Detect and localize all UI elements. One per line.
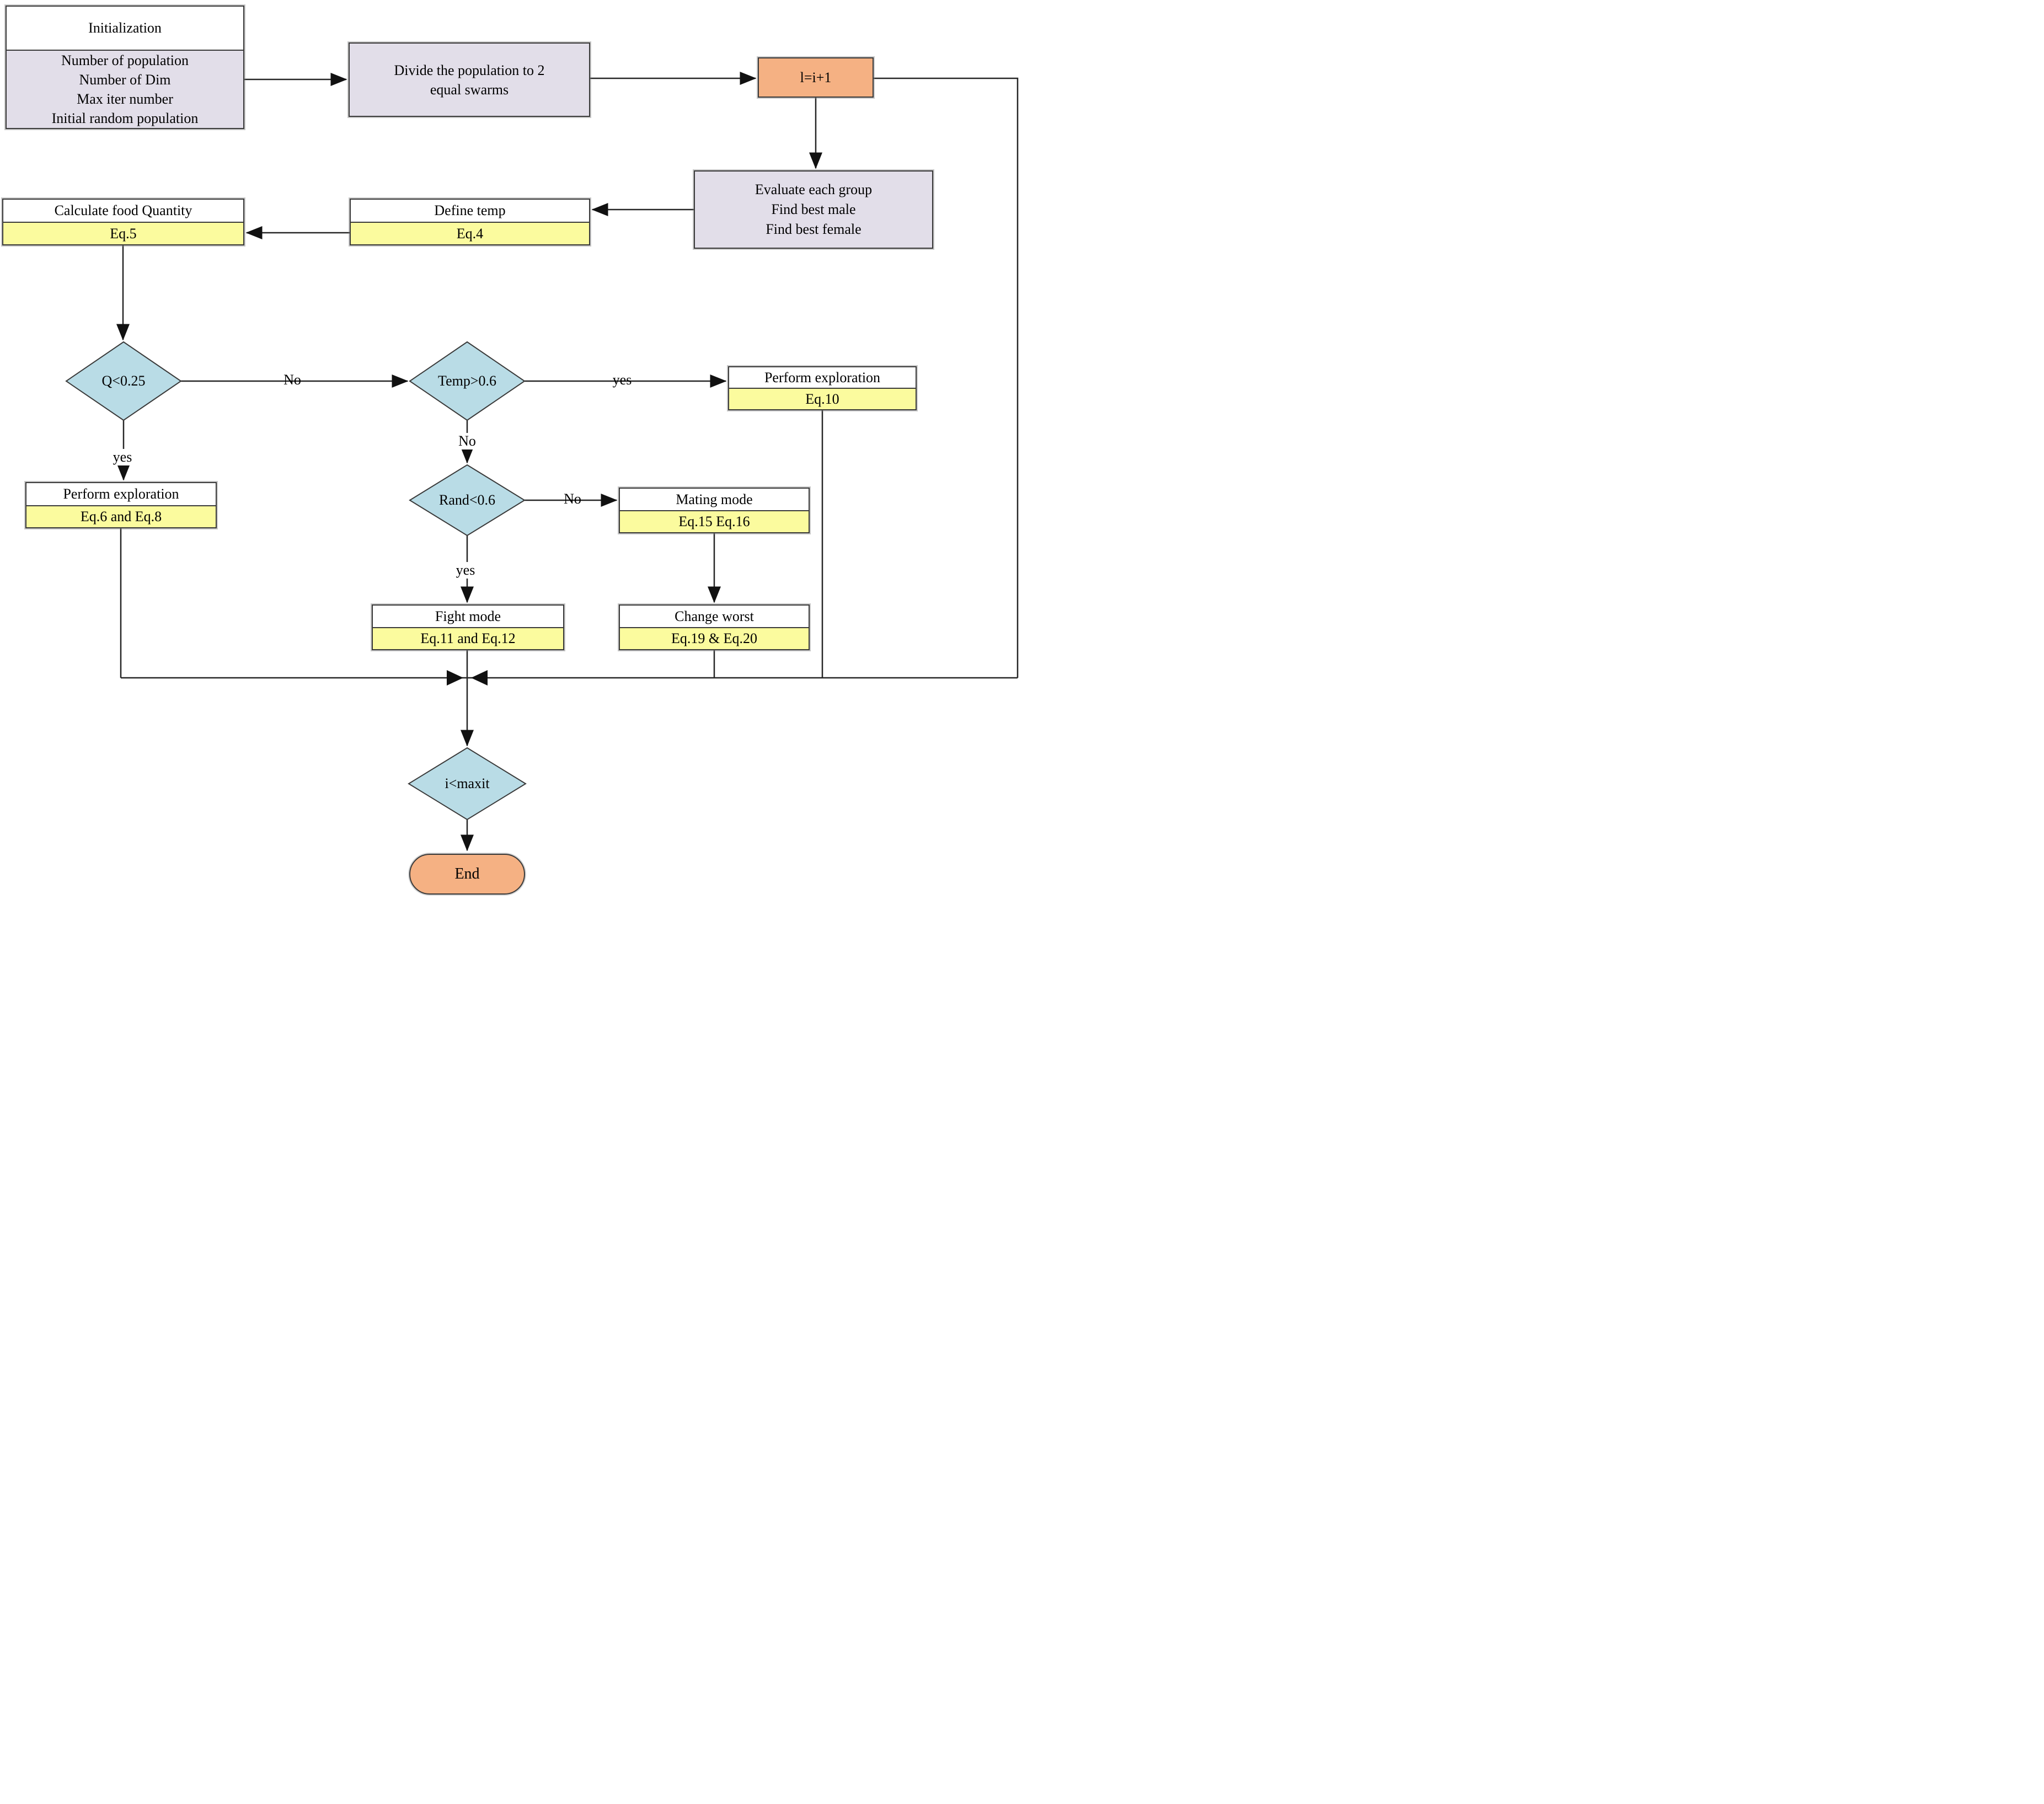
q-decision-label: Q<0.25 bbox=[101, 373, 146, 389]
evaluate-line-2: Find best male bbox=[771, 201, 856, 217]
initialization-line-2: Number of Dim bbox=[79, 72, 171, 88]
merge-arrow-right-icon bbox=[471, 670, 488, 686]
iteration-decision-diamond bbox=[408, 747, 527, 821]
temp-decision-diamond bbox=[409, 341, 526, 421]
node-define-temp: Define temp Eq.4 bbox=[350, 199, 590, 245]
node-evaluate: Evaluate each group Find best male Find … bbox=[694, 170, 933, 249]
exploration-eq6-8-equation: Eq.6 and Eq.8 bbox=[26, 506, 216, 527]
edge-label-temp-no: No bbox=[456, 433, 479, 449]
node-change-worst: Change worst Eq.19 & Eq.20 bbox=[619, 604, 810, 650]
initialization-line-1: Number of population bbox=[61, 52, 189, 68]
rand-decision-label: Rand<0.6 bbox=[438, 492, 496, 508]
change-worst-title: Change worst bbox=[620, 606, 809, 628]
calculate-food-equation: Eq.5 bbox=[3, 223, 243, 244]
node-calculate-food: Calculate food Quantity Eq.5 bbox=[2, 199, 244, 245]
initialization-line-4: Initial random population bbox=[51, 110, 199, 126]
node-initialization: Initialization Number of population Numb… bbox=[6, 6, 244, 129]
merge-arrow-left-icon bbox=[447, 670, 463, 686]
connector-layer bbox=[65, 72, 1019, 852]
evaluate-line-1: Evaluate each group bbox=[755, 181, 873, 197]
rand-decision-diamond bbox=[409, 464, 526, 537]
node-fight-mode: Fight mode Eq.11 and Eq.12 bbox=[372, 604, 564, 650]
define-temp-equation: Eq.4 bbox=[351, 223, 589, 244]
edge-loop-right bbox=[874, 77, 1019, 678]
change-worst-equation: Eq.19 & Eq.20 bbox=[620, 628, 809, 649]
exploration-eq10-title: Perform exploration bbox=[729, 367, 916, 389]
fight-mode-equation: Eq.11 and Eq.12 bbox=[373, 628, 563, 649]
edge-label-rand-yes: yes bbox=[453, 562, 478, 579]
calculate-food-title: Calculate food Quantity bbox=[3, 200, 243, 223]
flowchart-canvas: Initialization Number of population Numb… bbox=[0, 0, 1022, 902]
node-end: End bbox=[409, 854, 525, 895]
edge-label-q-no: No bbox=[283, 372, 301, 388]
increment-label: l=i+1 bbox=[800, 69, 832, 85]
iteration-decision-label: i<maxit bbox=[445, 775, 490, 791]
edge-label-q-yes: yes bbox=[110, 449, 135, 465]
node-exploration-eq6-8: Perform exploration Eq.6 and Eq.8 bbox=[25, 482, 217, 528]
edge-label-rand-no: No bbox=[564, 491, 581, 507]
fight-mode-title: Fight mode bbox=[373, 606, 563, 628]
divide-line-1: Divide the population to 2 bbox=[394, 62, 545, 78]
mating-mode-equation: Eq.15 Eq.16 bbox=[620, 511, 809, 532]
edge-label-temp-yes: yes bbox=[612, 372, 632, 388]
node-mating-mode: Mating mode Eq.15 Eq.16 bbox=[619, 488, 810, 533]
initialization-title: Initialization bbox=[7, 7, 243, 51]
initialization-line-3: Max iter number bbox=[77, 91, 173, 107]
exploration-eq10-equation: Eq.10 bbox=[729, 389, 916, 409]
divide-line-2: equal swarms bbox=[430, 81, 509, 98]
node-increment: l=i+1 bbox=[758, 57, 874, 98]
temp-decision-label: Temp>0.6 bbox=[438, 373, 496, 389]
mating-mode-title: Mating mode bbox=[620, 489, 809, 511]
evaluate-line-3: Find best female bbox=[766, 221, 862, 237]
node-exploration-eq10: Perform exploration Eq.10 bbox=[728, 366, 917, 410]
define-temp-title: Define temp bbox=[351, 200, 589, 223]
exploration-eq6-8-title: Perform exploration bbox=[26, 483, 216, 506]
end-label: End bbox=[454, 865, 480, 882]
q-decision-diamond bbox=[65, 341, 182, 421]
node-divide: Divide the population to 2 equal swarms bbox=[349, 42, 590, 117]
